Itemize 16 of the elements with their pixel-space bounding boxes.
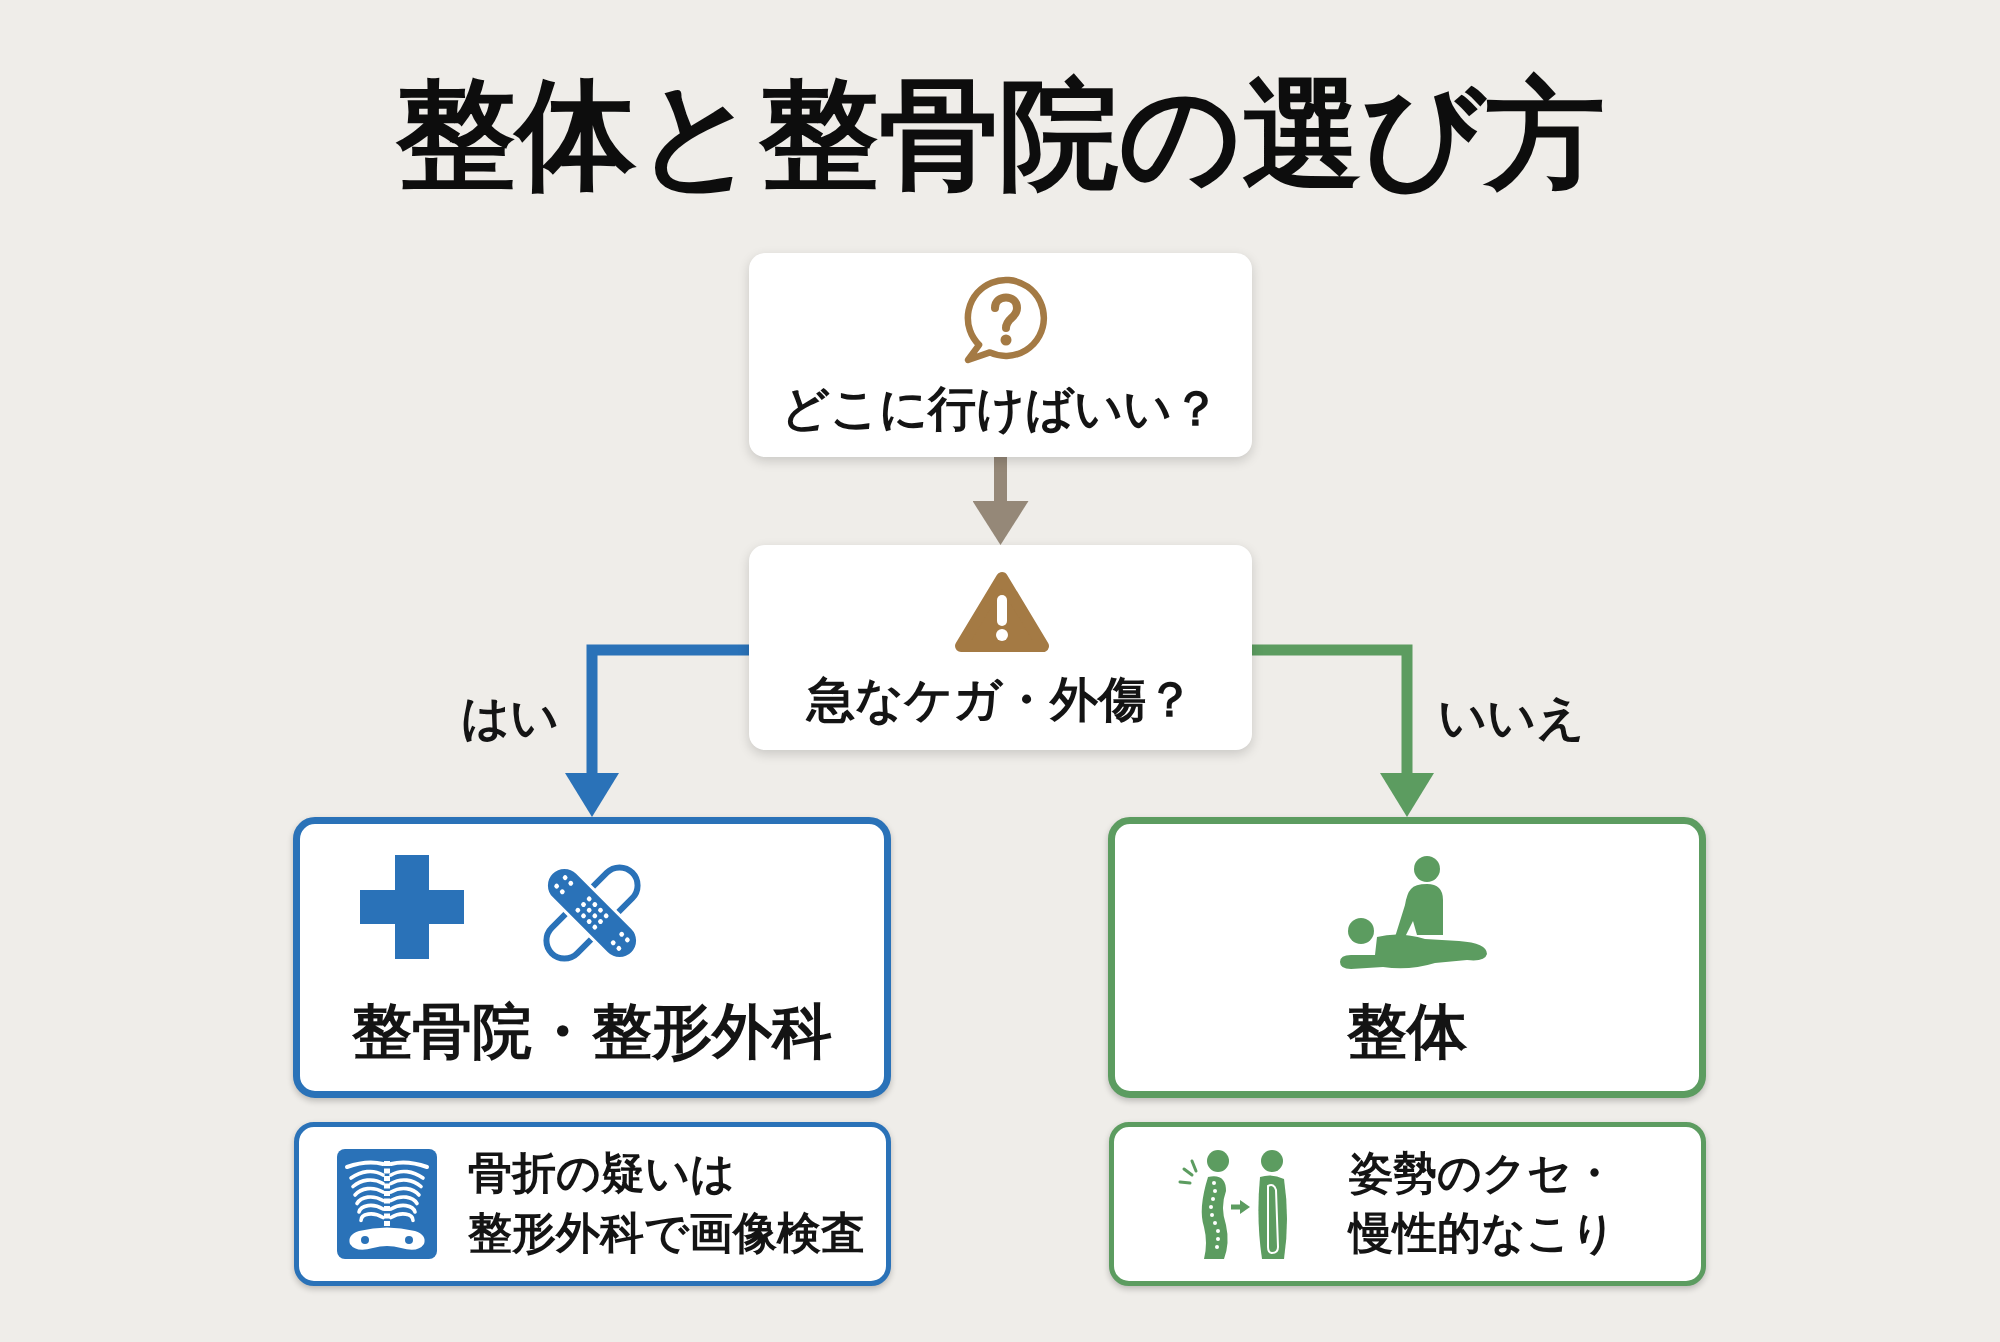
question-text: 急なケガ・外傷？	[807, 671, 1194, 729]
question-text: どこに行けばいい？	[781, 380, 1220, 438]
arrow	[972, 457, 1029, 545]
arrow	[565, 644, 749, 817]
result-box	[293, 817, 891, 1098]
result-title: 整体	[1347, 995, 1467, 1067]
arrow	[1252, 644, 1434, 817]
question-box	[749, 253, 1252, 457]
decision-box	[749, 545, 1252, 750]
note-text: 骨折の疑いは整形外科で画像検査	[468, 1146, 865, 1260]
note-text: 姿勢のクセ・慢性的なこり	[1349, 1146, 1616, 1260]
note-box	[1109, 1122, 1706, 1286]
note-box	[294, 1122, 891, 1286]
title: 整体と整骨院の選び方	[395, 66, 1605, 204]
result-title: 整骨院・整形外科	[352, 995, 832, 1067]
result-box	[1108, 817, 1706, 1098]
